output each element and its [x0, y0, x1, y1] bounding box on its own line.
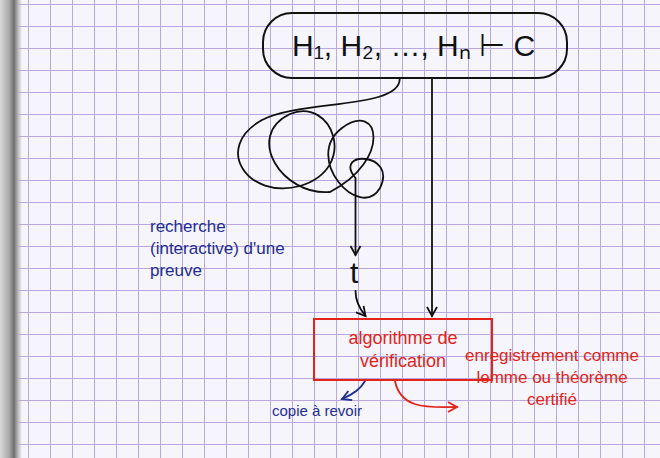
flow-arrow	[342, 381, 365, 399]
outcome-note: enregistrement comme lemme ou théorème c…	[462, 345, 642, 411]
outcome-note: copie à revoir	[272, 402, 362, 419]
flow-arrow	[356, 291, 366, 316]
flow-arrow	[395, 381, 457, 407]
node-text: copie à revoir	[272, 402, 362, 419]
node-text: t	[350, 258, 361, 288]
notebook-binding	[0, 0, 22, 458]
node-text: enregistrement comme lemme ou théorème c…	[462, 345, 642, 411]
annotation-label: recherche (interactive) d'une preuve	[150, 216, 285, 282]
flow-arrow	[238, 79, 400, 255]
node-text: algorithme de vérification	[329, 327, 477, 372]
node-text: H₁, H₂, …, Hₙ ⊢ C	[292, 24, 538, 65]
proof-term: t	[346, 258, 365, 288]
sequent-blob: H₁, H₂, …, Hₙ ⊢ C	[262, 12, 568, 79]
flow-arrow	[431, 79, 433, 316]
